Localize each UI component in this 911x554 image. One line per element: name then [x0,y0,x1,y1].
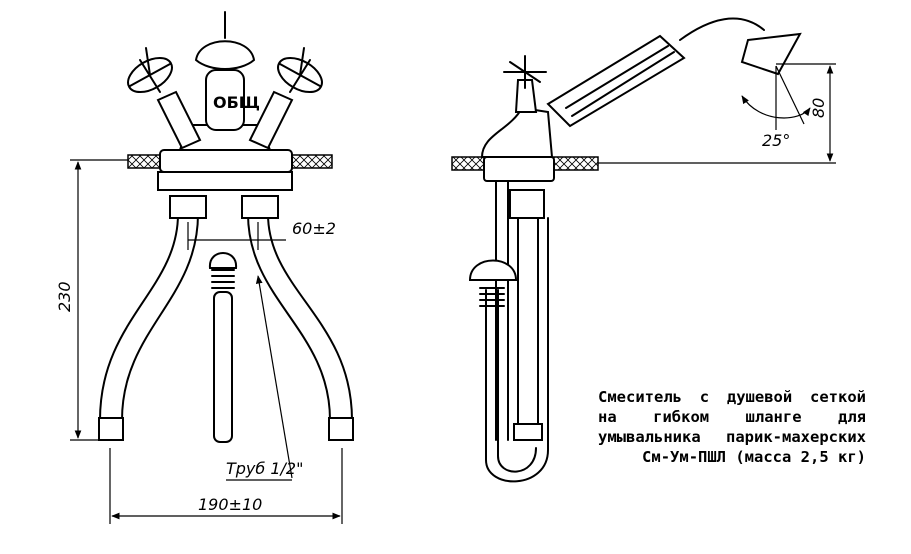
side-pipe-end [513,423,543,441]
side-body [480,106,554,158]
side-counter-right [549,156,599,171]
side-base [483,156,555,182]
angle-arc [741,95,811,119]
right-pipe-end [328,417,354,441]
lower-nut [157,171,293,191]
hose-nut [468,259,518,281]
dim-80-label: 80 [809,98,828,118]
shower-neck [679,17,765,41]
pipe-leader [255,275,293,479]
side-fitting [509,189,545,219]
column-marking: ОБЩ [213,93,260,112]
dim-190-label: 190±10 [198,495,262,514]
side-counter-left [451,156,485,171]
figure-caption: Смеситель с душевой сеткой на гибком шла… [598,388,866,466]
right-fitting [241,195,279,219]
center-nut [208,252,238,269]
column-cap [194,40,256,70]
side-view: 80 25° [451,17,836,483]
right-pipe [247,213,353,441]
counter-right [289,154,333,169]
pipe-label: Труб 1/2" [226,459,303,478]
left-fitting [169,195,207,219]
side-vertical-pipe-right [517,217,539,441]
left-pipe [99,213,199,441]
left-pipe-end [98,417,124,441]
right-handwheel-spokes [279,47,321,93]
angle-label: 25° [762,131,790,150]
center-spring [211,269,235,289]
front-view: ОБЩ 230 60±2 Труб 1/2" 190±10 [55,11,354,524]
base-flange [159,149,293,173]
center-rod [213,291,233,443]
shower-hose [485,217,549,483]
right-valve-stem [248,90,294,150]
left-valve-stem [156,90,202,150]
side-vertical-pipe-left [495,181,509,441]
hose-spring [479,287,505,307]
left-handwheel-spokes [129,47,171,93]
side-valve-stem [514,79,538,113]
side-handwheel [503,55,547,89]
dim-60-label: 60±2 [292,219,336,238]
shower-handle-grooves [565,45,675,117]
dim-230-label: 230 [55,281,74,312]
shower-handle [546,34,686,128]
shower-head [740,32,802,76]
